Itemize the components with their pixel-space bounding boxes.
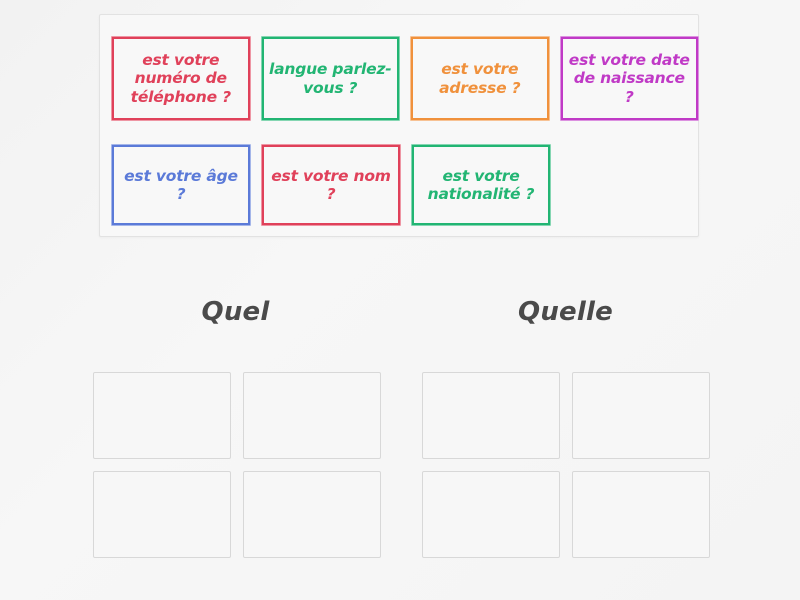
word-tile-label: est votre adresse ? — [439, 60, 521, 97]
column-heading-quel: Quel — [201, 297, 270, 327]
dropzone-quel-3[interactable] — [93, 471, 231, 558]
dropzone-quel-1[interactable] — [93, 372, 231, 459]
word-tile-tray: est votre numéro de téléphone ? langue p… — [99, 14, 699, 237]
word-tile-nom[interactable]: est votre nom ? — [261, 144, 401, 226]
word-tile-label: est votre nationalité ? — [427, 166, 535, 203]
tile-row-1: est votre numéro de téléphone ? langue p… — [111, 36, 709, 121]
dropzone-quelle-4[interactable] — [572, 471, 710, 558]
dropzone-quelle-2[interactable] — [572, 372, 710, 459]
word-tile-label: est votre date de naissance ? — [568, 51, 690, 106]
word-tile-adresse[interactable]: est votre adresse ? — [410, 36, 550, 121]
word-tile-naissance[interactable]: est votre date de naissance ? — [559, 36, 699, 121]
word-tile-label: est votre numéro de téléphone ? — [130, 51, 231, 106]
dropzone-quelle-1[interactable] — [422, 372, 560, 459]
dropzone-column-quelle — [422, 372, 712, 558]
dropzone-quel-2[interactable] — [243, 372, 381, 459]
word-tile-label: est votre nom ? — [271, 166, 391, 203]
column-heading-quelle: Quelle — [518, 297, 613, 327]
word-tile-nationalite[interactable]: est votre nationalité ? — [411, 144, 551, 226]
word-tile-label: est votre âge ? — [124, 166, 238, 203]
dropzone-column-quel — [93, 372, 383, 558]
word-tile-age[interactable]: est votre âge ? — [111, 144, 251, 226]
word-tile-label: langue parlez-vous ? — [268, 60, 392, 97]
tile-row-2: est votre âge ? est votre nom ? est votr… — [111, 144, 709, 226]
dropzone-quelle-3[interactable] — [422, 471, 560, 558]
word-tile-telephone[interactable]: est votre numéro de téléphone ? — [111, 36, 251, 121]
dropzone-quel-4[interactable] — [243, 471, 381, 558]
word-tile-langue[interactable]: langue parlez-vous ? — [260, 36, 400, 121]
